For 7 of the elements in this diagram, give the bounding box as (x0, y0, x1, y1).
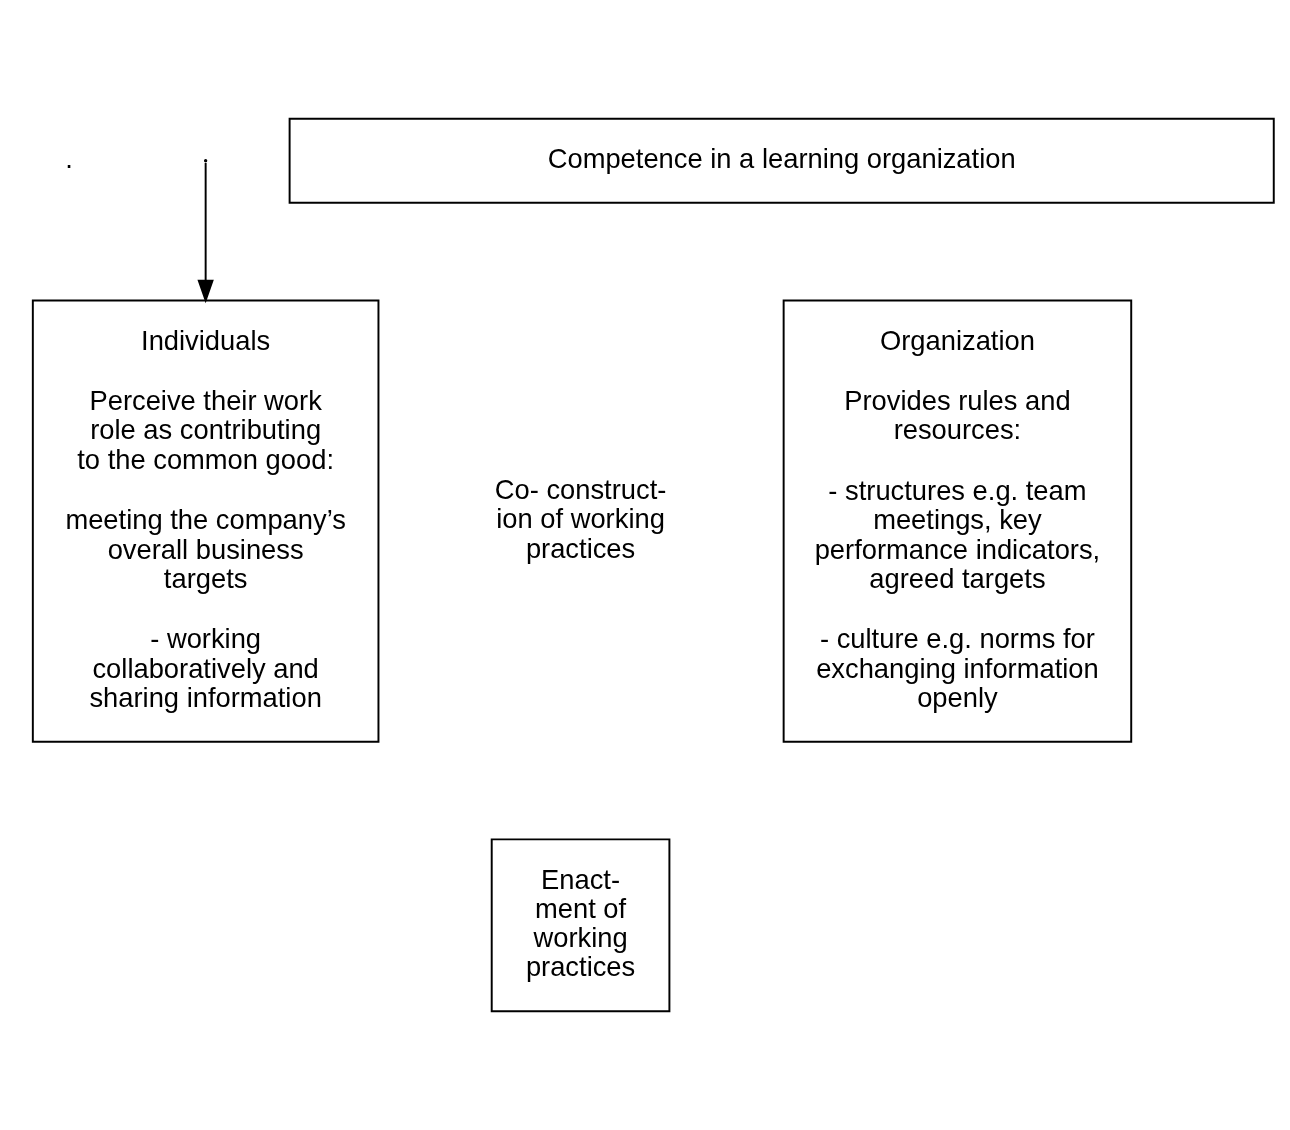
arrow (197, 162, 214, 304)
node-box: Enact- ment of working practices (490, 838, 671, 1013)
node-box: Competence in a learning organization (288, 117, 1275, 204)
label: . (65, 143, 73, 175)
label: Co- construct- ion of working practices (494, 474, 667, 564)
node-box: Individuals Perceive their work role as contributing to the common good: meeting the company’s overall business targets - working collaboratively and sharing information (31, 299, 380, 743)
node-box: Organization Provides rules and resources: - structures e.g. team meetings, key performance indicators, agreed targets - culture e.g. norms for exchanging information openly (782, 299, 1133, 743)
